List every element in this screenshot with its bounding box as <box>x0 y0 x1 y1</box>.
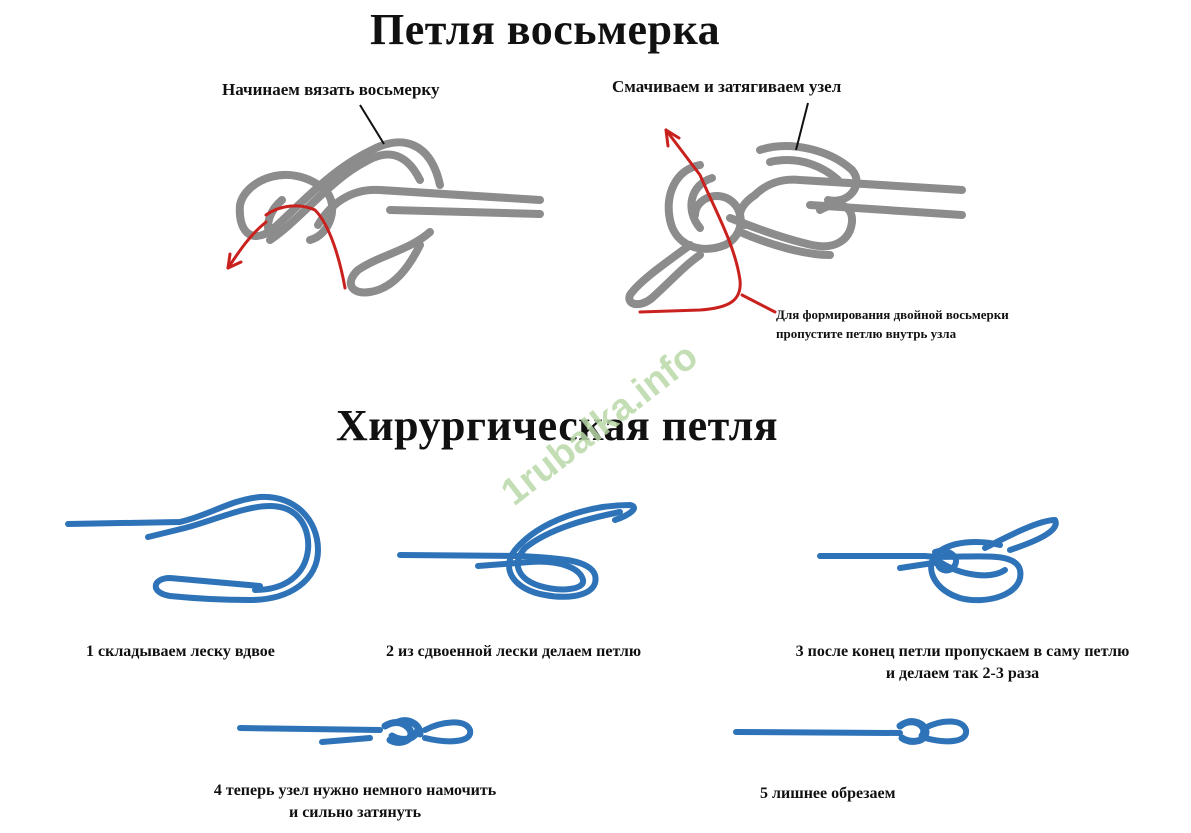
title-figure-eight: Петля восьмерка <box>370 5 721 54</box>
surgical-step4-drawing <box>237 717 474 746</box>
caption-step-5: 5 лишнее обрезаем <box>760 785 896 802</box>
caption-step-2: 2 из сдвоенной лески делаем петлю <box>386 643 642 660</box>
surgical-step5-drawing <box>733 718 970 745</box>
note-double-figure-eight: Для формирования двойной восьмерки пропу… <box>776 307 1009 341</box>
caption-step-1: 1 складываем леску вдвое <box>86 643 275 660</box>
surgical-step1-drawing <box>65 493 321 603</box>
surgical-step2-drawing <box>397 502 637 600</box>
caption-step-4-line-1: 4 теперь узел нужно немного намочить <box>213 782 497 799</box>
label-start-figure-eight: Начинаем вязать восьмерку <box>222 80 440 99</box>
caption-step-3-line-2: и делаем так 2-3 раза <box>885 665 1040 682</box>
label-tighten-knot: Смачиваем и затягиваем узел <box>612 77 842 96</box>
caption-step-4-line-2: и сильно затянуть <box>288 804 422 821</box>
figure-eight-tightened-drawing <box>625 102 966 314</box>
surgical-step3-drawing <box>817 517 1059 604</box>
title-surgical-loop: Хирургическая петля <box>336 401 779 450</box>
caption-step-3-line-1: 3 после конец петли пропускаем в саму пе… <box>795 643 1130 660</box>
caption-step-3: 3 после конец петли пропускаем в саму пе… <box>740 641 1185 685</box>
caption-step-4: 4 теперь узел нужно немного намочить и с… <box>170 780 540 824</box>
figure-eight-start-drawing <box>226 104 544 297</box>
